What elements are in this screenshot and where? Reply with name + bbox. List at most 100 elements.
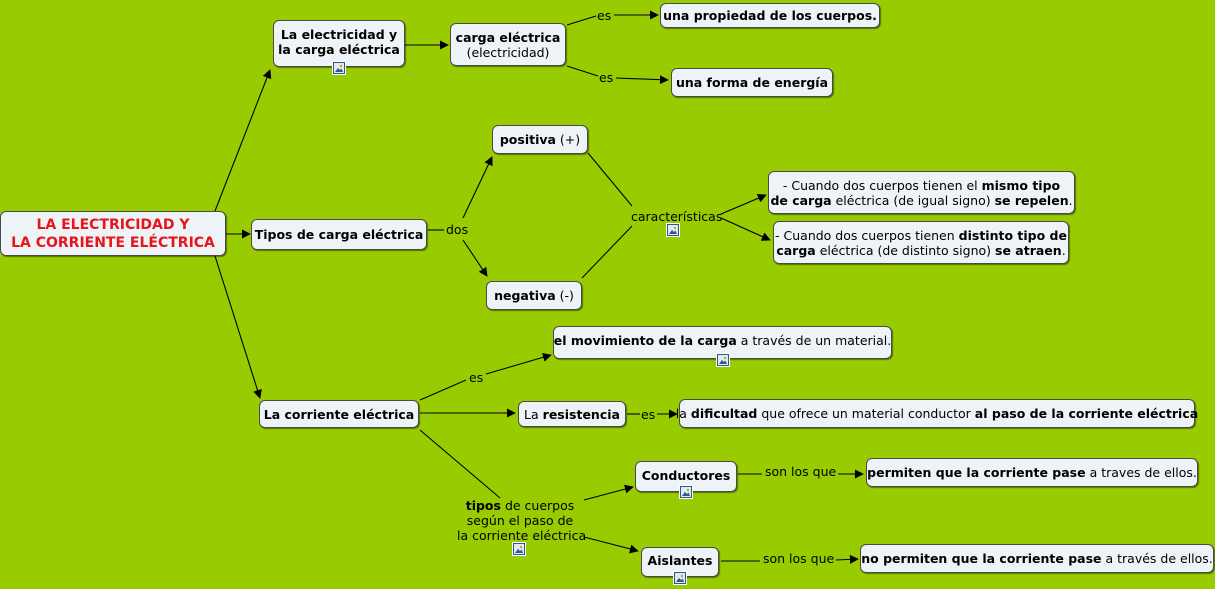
link-positiva-caract bbox=[587, 152, 633, 207]
node-negativa-bold: negativa bbox=[494, 288, 556, 303]
node-distinto-tipo[interactable]: - Cuando dos cuerpos tienen distinto tip… bbox=[773, 221, 1069, 264]
image-attachment-icon[interactable] bbox=[667, 224, 679, 236]
node-no-permiten-rest: a través de ellos. bbox=[1101, 551, 1213, 566]
node-energia-text: una forma de energía bbox=[675, 75, 829, 90]
label-es-3: es bbox=[469, 370, 484, 385]
node-aislantes[interactable]: Aislantes bbox=[641, 547, 719, 577]
node-distinto-line2: carga eléctrica (de distinto signo) se a… bbox=[776, 243, 1065, 258]
link-corriente-tipos bbox=[419, 429, 501, 499]
link-dos-positiva bbox=[462, 156, 493, 219]
node-movimiento-bold: el movimiento de la carga bbox=[553, 333, 737, 348]
node-distinto-l2b: eléctrica (de distinto signo) bbox=[815, 242, 996, 258]
link-es2-energia bbox=[615, 75, 669, 85]
node-mismo-l2d: . bbox=[1068, 192, 1073, 208]
node-distinto-line1: - Cuando dos cuerpos tienen distinto tip… bbox=[775, 228, 1067, 243]
link-corriente-es3 bbox=[419, 379, 467, 401]
node-dificultad-b1: dificultad bbox=[690, 406, 758, 421]
image-attachment-icon[interactable] bbox=[717, 354, 729, 366]
node-tipos-carga-text: Tipos de carga eléctrica bbox=[254, 227, 424, 242]
link-carga-es2 bbox=[566, 65, 599, 77]
node-mismo-l1b: mismo tipo bbox=[981, 177, 1061, 193]
node-distinto-l1a: - Cuando dos cuerpos tienen bbox=[775, 227, 959, 243]
label-es-1: es bbox=[597, 8, 612, 23]
node-permiten-bold: permiten que la corriente pase bbox=[867, 465, 1086, 480]
node-resistencia-bold: resistencia bbox=[542, 406, 620, 422]
label-tipos-line1: tipos de cuerpos bbox=[457, 498, 583, 513]
link-carga-es1 bbox=[566, 15, 597, 26]
label-tipos-rest: de cuerpos bbox=[500, 498, 575, 513]
label-tipos-bold: tipos bbox=[465, 498, 501, 513]
label-dos: dos bbox=[446, 222, 469, 237]
node-dificultad-pre: la bbox=[675, 406, 691, 421]
node-permiten-rest: a traves de ellos. bbox=[1085, 465, 1197, 480]
link-es3-movimiento bbox=[485, 352, 552, 375]
image-attachment-icon[interactable] bbox=[333, 62, 345, 74]
node-permiten-text: permiten que la corriente pase a traves … bbox=[867, 465, 1197, 480]
label-caracteristicas: características bbox=[631, 209, 723, 224]
image-attachment-icon[interactable] bbox=[674, 572, 686, 584]
node-propiedad-text: una propiedad de los cuerpos. bbox=[663, 8, 877, 23]
node-tipos-carga[interactable]: Tipos de carga eléctrica bbox=[251, 219, 427, 250]
label-son-los-que-1: son los que bbox=[765, 464, 837, 479]
node-negativa[interactable]: negativa (-) bbox=[486, 281, 582, 310]
link-tipos-conductores bbox=[583, 484, 634, 501]
node-no-permiten-bold: no permiten que la corriente pase bbox=[861, 551, 1102, 566]
label-son-los-que-2: son los que bbox=[763, 551, 835, 566]
node-corriente-text: La corriente eléctrica bbox=[263, 406, 415, 422]
node-dificultad-text: la dificultad que ofrece un material con… bbox=[676, 406, 1198, 421]
node-resistencia-text: La resistencia bbox=[524, 407, 620, 422]
node-corriente-electrica[interactable]: La corriente eléctrica bbox=[259, 400, 419, 428]
link-caract-mismo bbox=[720, 194, 767, 215]
node-no-permiten[interactable]: no permiten que la corriente pase a trav… bbox=[860, 544, 1214, 573]
node-distinto-l2a: carga bbox=[776, 242, 816, 258]
node-mismo-line1: - Cuando dos cuerpos tienen el mismo tip… bbox=[783, 178, 1060, 193]
node-mismo-l2c: se repelen bbox=[994, 192, 1069, 208]
main-topic-node[interactable]: LA ELECTRICIDAD Y LA CORRIENTE ELÉCTRICA bbox=[0, 211, 226, 256]
node-electricidad-carga[interactable]: La electricidad y la carga eléctrica bbox=[273, 20, 405, 67]
node-carga-electrica[interactable]: carga eléctrica (electricidad) bbox=[450, 23, 566, 66]
node-positiva-bold: positiva bbox=[499, 132, 556, 147]
link-son2-nopermiten bbox=[835, 554, 859, 564]
link-caract-distinto bbox=[720, 217, 771, 241]
node-movimiento-rest: a través de un material. bbox=[736, 333, 892, 348]
node-carga-electrica-line1: carga eléctrica bbox=[455, 29, 561, 45]
node-no-permiten-text: no permiten que la corriente pase a trav… bbox=[861, 551, 1213, 566]
node-distinto-l1b: distinto tipo de bbox=[958, 227, 1067, 243]
node-movimiento-text: el movimiento de la carga a través de un… bbox=[554, 333, 891, 348]
node-mismo-l2a: de carga bbox=[770, 192, 832, 208]
node-dificultad[interactable]: la dificultad que ofrece un material con… bbox=[676, 399, 1198, 428]
node-positiva-text: positiva (+) bbox=[500, 132, 580, 147]
node-mismo-l1a: - Cuando dos cuerpos tienen el bbox=[782, 177, 982, 193]
image-attachment-icon[interactable] bbox=[513, 543, 525, 555]
node-negativa-text: negativa (-) bbox=[494, 288, 574, 303]
node-mismo-l2b: eléctrica (de igual signo) bbox=[831, 192, 995, 208]
label-tipos-line3: la corriente eléctrica bbox=[457, 528, 587, 543]
node-distinto-l2c: se atraen bbox=[995, 242, 1062, 258]
link-main-corriente bbox=[214, 255, 262, 399]
node-electricidad-carga-line1: La electricidad y bbox=[280, 27, 398, 42]
node-electricidad-carga-line2: la carga eléctrica bbox=[278, 42, 400, 57]
node-mismo-tipo[interactable]: - Cuando dos cuerpos tienen el mismo tip… bbox=[768, 171, 1075, 214]
node-distinto-l2d: . bbox=[1061, 242, 1066, 258]
node-positiva[interactable]: positiva (+) bbox=[492, 125, 588, 154]
node-conductores-text: Conductores bbox=[641, 468, 731, 483]
node-energia[interactable]: una forma de energía bbox=[671, 68, 833, 97]
node-resistencia-pre: La bbox=[524, 406, 543, 422]
node-dificultad-b2: al paso de la corriente eléctrica bbox=[974, 406, 1199, 421]
label-es-2: es bbox=[599, 70, 614, 85]
node-mismo-line2: de carga eléctrica (de igual signo) se r… bbox=[770, 193, 1072, 208]
node-negativa-rest: (-) bbox=[555, 288, 574, 303]
node-propiedad[interactable]: una propiedad de los cuerpos. bbox=[660, 3, 880, 28]
label-tipos-line2: según el paso de bbox=[466, 513, 574, 528]
label-tipos-cuerpos: tipos de cuerpos según el paso de la cor… bbox=[457, 498, 587, 543]
link-negativa-caract bbox=[581, 225, 633, 279]
link-tipos-aislantes bbox=[583, 536, 639, 554]
image-attachment-icon[interactable] bbox=[680, 486, 692, 498]
link-main-elec bbox=[214, 69, 272, 212]
node-resistencia[interactable]: La resistencia bbox=[518, 401, 626, 427]
node-permiten[interactable]: permiten que la corriente pase a traves … bbox=[866, 458, 1198, 487]
node-carga-electrica-line2: (electricidad) bbox=[466, 44, 550, 60]
main-topic-line2: LA CORRIENTE ELÉCTRICA bbox=[11, 234, 215, 251]
label-es-4: es bbox=[641, 407, 656, 422]
main-topic-line1: LA ELECTRICIDAD Y bbox=[36, 216, 190, 233]
